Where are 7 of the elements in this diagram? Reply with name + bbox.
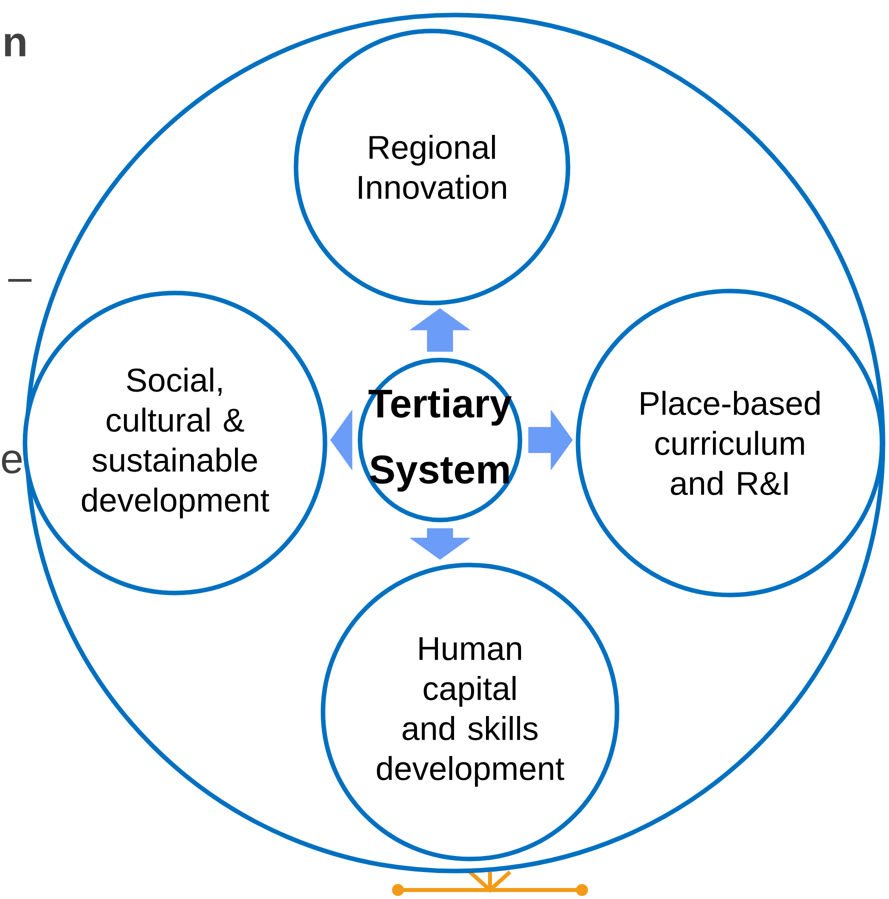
slide-text: n [4, 34, 26, 56]
slide-text: – [8, 278, 32, 282]
circle-node: Place-based curriculum and R&I [576, 288, 884, 598]
circle-node: Social, cultural & sustainable development [22, 290, 328, 596]
circle-node: Human capital and skills development [320, 562, 620, 862]
circle-node: Regional Innovation [294, 28, 570, 306]
circle-node: Tertiary System [358, 358, 522, 522]
